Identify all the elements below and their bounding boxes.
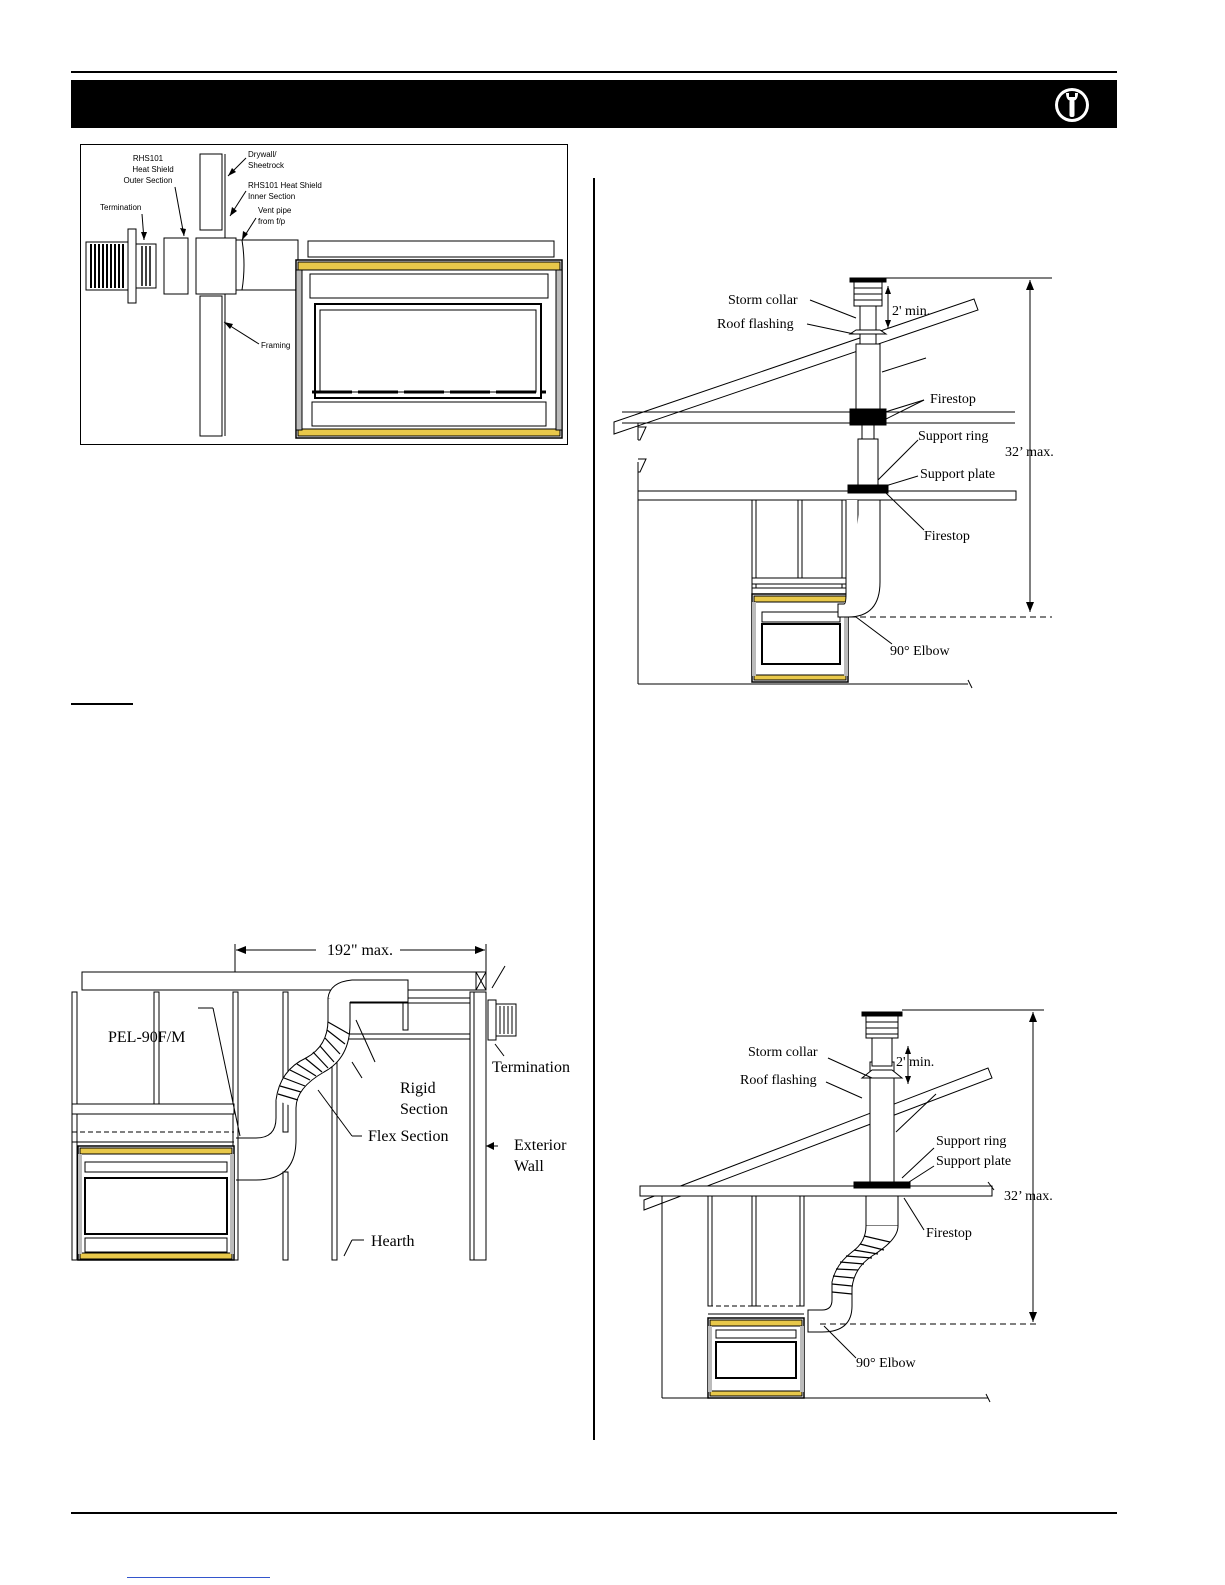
label-firestop-top: Firestop	[930, 392, 976, 407]
label-2-min: 2' min.	[896, 1055, 934, 1070]
label-vent-pipe-1: Vent pipe	[258, 206, 292, 215]
wrench-icon	[1055, 88, 1089, 122]
label-rhs-inner-2: Inner Section	[248, 192, 295, 201]
label-rhs-inner-1: RHS101 Heat Shield	[248, 181, 322, 190]
ceiling-joist	[639, 1185, 993, 1197]
label-32-max: 32’ max.	[1005, 445, 1054, 460]
label-framing: Framing	[261, 341, 290, 350]
label-wall: Wall	[514, 1158, 544, 1175]
label-2-min: 2' min.	[892, 304, 930, 319]
label-hearth: Hearth	[371, 1233, 415, 1250]
fireplace-unit	[72, 1131, 235, 1261]
figure-wall-penetration: RHS101 Heat Shield Outer Section Termina…	[80, 144, 568, 445]
column-divider	[593, 178, 595, 1440]
label-90-elbow: 90° Elbow	[856, 1356, 917, 1371]
roof	[613, 298, 979, 435]
fireplace-unit	[751, 593, 849, 683]
label-192-max: 192" max.	[327, 942, 393, 959]
label-roof-flashing: Roof flashing	[717, 317, 794, 332]
figure-horizontal-run: 192" max. PEL-90F/M Termination Rigid Se…	[71, 942, 570, 1261]
fireplace-unit	[295, 240, 563, 439]
fireplace-unit	[707, 1317, 805, 1399]
top-rule	[71, 71, 1117, 73]
bottom-rule	[71, 1512, 1117, 1514]
vent-pipe	[236, 979, 409, 1181]
label-firestop-bottom: Firestop	[924, 529, 970, 544]
ceiling-joist	[637, 490, 1017, 501]
label-termination: Termination	[100, 203, 141, 212]
label-support-plate: Support plate	[920, 467, 995, 482]
label-drywall-1: Drywall/	[248, 150, 277, 159]
label-termination: Termination	[492, 1059, 570, 1076]
footer-link	[127, 1577, 270, 1578]
vent-pipe	[807, 1061, 911, 1333]
heat-shield-inner	[195, 237, 237, 295]
drywall-upper	[199, 153, 223, 231]
label-support-plate: Support plate	[936, 1154, 1011, 1169]
label-drywall-2: Sheetrock	[248, 161, 285, 170]
exterior-wall	[473, 991, 487, 1261]
label-firestop: Firestop	[926, 1226, 972, 1241]
label-vent-pipe-2: from f/p	[258, 217, 286, 226]
label-section: Section	[400, 1101, 448, 1118]
label-flex-section: Flex Section	[368, 1128, 448, 1145]
chase-framing	[751, 499, 847, 601]
figure-vertical-flex-vent: Storm collar Roof flashing 2' min. Suppo…	[639, 1009, 1053, 1403]
ceiling-beam	[81, 971, 487, 991]
vent-pipe	[837, 343, 889, 618]
drywall-lower	[199, 295, 223, 437]
chase-framing	[707, 1195, 805, 1307]
termination-cap	[85, 228, 157, 304]
section-header-bar	[71, 80, 1117, 128]
label-storm-collar: Storm collar	[748, 1045, 818, 1060]
label-support-ring: Support ring	[936, 1134, 1006, 1149]
label-90-elbow: 90° Elbow	[890, 644, 951, 659]
vent-pipe	[235, 239, 299, 291]
heading-underline	[71, 703, 133, 705]
label-support-ring: Support ring	[918, 429, 988, 444]
label-rhs-outer-1: RHS101	[133, 154, 164, 163]
label-rigid: Rigid	[400, 1080, 436, 1097]
figure-vertical-vent: Storm collar Roof flashing 2' min. Fires…	[613, 277, 1054, 689]
label-exterior: Exterior	[514, 1137, 567, 1154]
label-32-max: 32’ max.	[1004, 1189, 1053, 1204]
termination-cap	[487, 999, 517, 1041]
label-rhs-outer-3: Outer Section	[124, 176, 173, 185]
label-pel-90fm: PEL-90F/M	[108, 1029, 185, 1046]
termination-cap	[860, 1011, 904, 1079]
label-storm-collar: Storm collar	[728, 293, 798, 308]
heat-shield-outer	[163, 237, 189, 295]
label-rhs-outer-2: Heat Shield	[132, 165, 173, 174]
termination-cap	[848, 277, 888, 345]
label-roof-flashing: Roof flashing	[740, 1073, 817, 1088]
